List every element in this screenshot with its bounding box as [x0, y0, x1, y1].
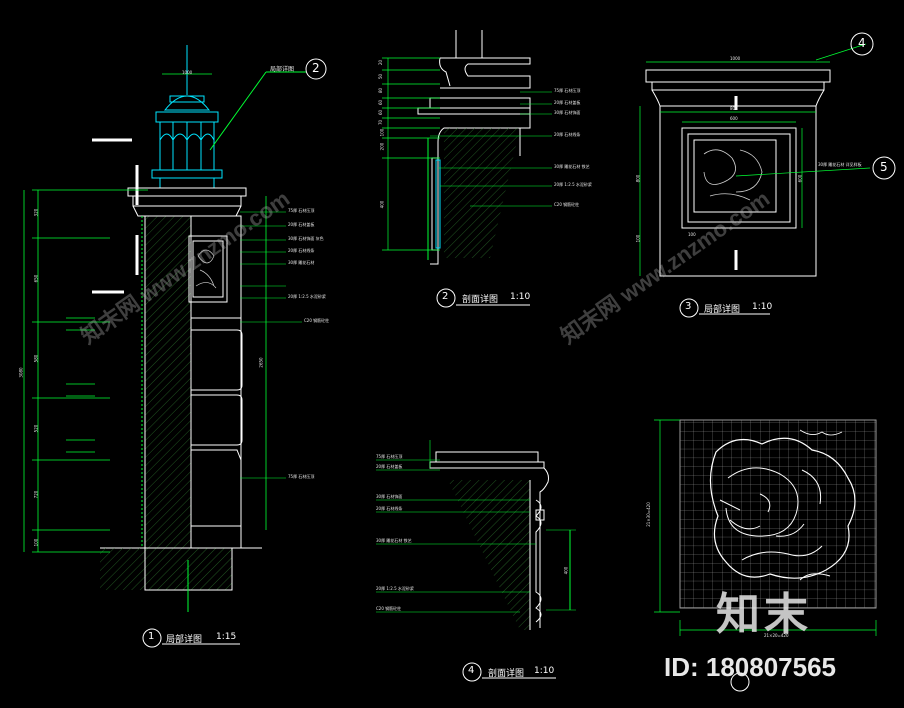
v1-dim-6: 3080 [18, 367, 24, 378]
view-1-scale: 1:15 [216, 632, 237, 642]
view-2-scale: 1:10 [510, 292, 531, 302]
view-4-scale: 1:10 [534, 666, 555, 676]
view-2-number-circle [436, 288, 456, 308]
view-4-section [376, 440, 576, 682]
v2-note-5: 20厚 1:2.5 水泥砂浆 [554, 182, 592, 187]
view-4-number-circle [462, 662, 482, 682]
v3-dim-4: 800 [635, 174, 641, 183]
callout-4-number: 4 [858, 36, 866, 50]
view-5-carving-grid [654, 419, 877, 692]
v4-note-3: 20厚 石材线条 [376, 506, 403, 511]
v3-dim-0: 1000 [730, 56, 741, 61]
v3-dim-5: 100 [635, 234, 641, 243]
v3-dim-2: 600 [730, 116, 738, 121]
v4-note-6: C20 钢筋砼柱 [376, 606, 402, 611]
v1-dim-7: 2650 [258, 357, 264, 368]
v2-dim-0: 20 [378, 59, 384, 66]
view-2-number: 2 [442, 291, 449, 302]
v2-note-2: 30厚 石材饰面 [554, 110, 581, 115]
detail-bracket [92, 138, 139, 294]
v1-note-7: 75厚 石材压顶 [288, 474, 315, 479]
v4-note-0: 75厚 石材压顶 [376, 454, 403, 459]
callout-2-number: 2 [312, 61, 320, 75]
v2-dim-5: 70 [378, 119, 384, 126]
v2-note-4: 30厚 雕花石材 铁艺 [554, 164, 590, 169]
v2-note-1: 20厚 石材盖板 [554, 100, 581, 105]
callout-2-circle [305, 58, 327, 80]
v1-dim-5: 100 [33, 538, 39, 547]
v1-note-4: 30厚 雕花石材 [288, 260, 315, 265]
v1-note-5: 20厚 1:2.5 水泥砂浆 [288, 294, 326, 299]
v2-dim-2: 80 [378, 87, 384, 94]
v2-dim-3: 60 [378, 99, 384, 106]
view-1-number: 1 [148, 631, 155, 642]
callout-4-circle [850, 32, 874, 56]
v1-note-2: 30厚 石材饰面 灰色 [288, 236, 324, 241]
v1-dim-1: 650 [33, 274, 39, 283]
view-4-number: 4 [468, 665, 475, 676]
v1-note-1: 20厚 石材盖板 [288, 222, 315, 227]
v4-note-4: 30厚 雕花石材 铁艺 [376, 538, 412, 543]
v2-dim-6: 200 [379, 142, 385, 151]
column-shaft [100, 215, 262, 612]
view-3-number: 3 [685, 301, 692, 312]
v5-dim-bottom: 21×20=420 [764, 633, 789, 638]
v2-dim-4: 60 [378, 109, 384, 116]
view-3-panel-elevation [639, 43, 871, 318]
v2-note-6: C20 钢筋砼柱 [554, 202, 580, 207]
watermark-logo: 知末 [716, 590, 812, 639]
v4-note-5: 20厚 1:2.5 水泥砂浆 [376, 586, 414, 591]
v2-dim-8: 400 [379, 200, 385, 209]
v1-dim-0: 320 [33, 208, 39, 217]
v3-dim-3: 600 [797, 174, 803, 183]
v4-dim-0: 400 [563, 566, 569, 575]
view-2-title: 剖面详图 [462, 295, 499, 305]
v4-note-2: 30厚 石材饰面 [376, 494, 403, 499]
watermark-id: ID: 180807565 [664, 652, 837, 682]
v3-note-0: 30厚 雕花石材 详见样板 [818, 162, 862, 167]
v1-dim-2: 580 [33, 354, 39, 363]
v2-note-3: 20厚 石材线条 [554, 132, 581, 137]
view-3-number-circle [679, 298, 699, 318]
v5-dim-side: 21×30=420 [645, 502, 651, 527]
v2-dim-1: 50 [378, 73, 384, 80]
v4-note-1: 20厚 石材盖板 [376, 464, 403, 469]
v1-dim-top: 1000 [182, 70, 193, 75]
callout-5-number: 5 [880, 160, 888, 174]
v2-dim-7: 100 [379, 128, 385, 137]
v3-dim-6: 100 [688, 232, 696, 237]
view-4-title: 剖面详图 [488, 669, 525, 679]
view-2-section [382, 30, 552, 308]
v1-dim-3: 520 [33, 424, 39, 433]
v1-note-0: 75厚 石材压顶 [288, 208, 315, 213]
view-1-title: 局部详图 [166, 635, 203, 645]
view-1-number-circle [142, 628, 162, 648]
v1-dim-4: 720 [33, 490, 39, 499]
view-1-column-elevation [23, 45, 306, 648]
v2-note-0: 75厚 石材压顶 [554, 88, 581, 93]
v1-note-3: 20厚 石材线条 [288, 248, 315, 253]
lantern-top [151, 45, 223, 189]
v3-dim-1: 800 [730, 106, 738, 111]
callout-2-label: 局部详图 [270, 66, 295, 73]
v1-note-6: C20 钢筋砼柱 [304, 318, 330, 323]
callout-5-circle [872, 156, 896, 180]
view-3-scale: 1:10 [752, 302, 773, 312]
view-3-title: 局部详图 [704, 305, 741, 315]
